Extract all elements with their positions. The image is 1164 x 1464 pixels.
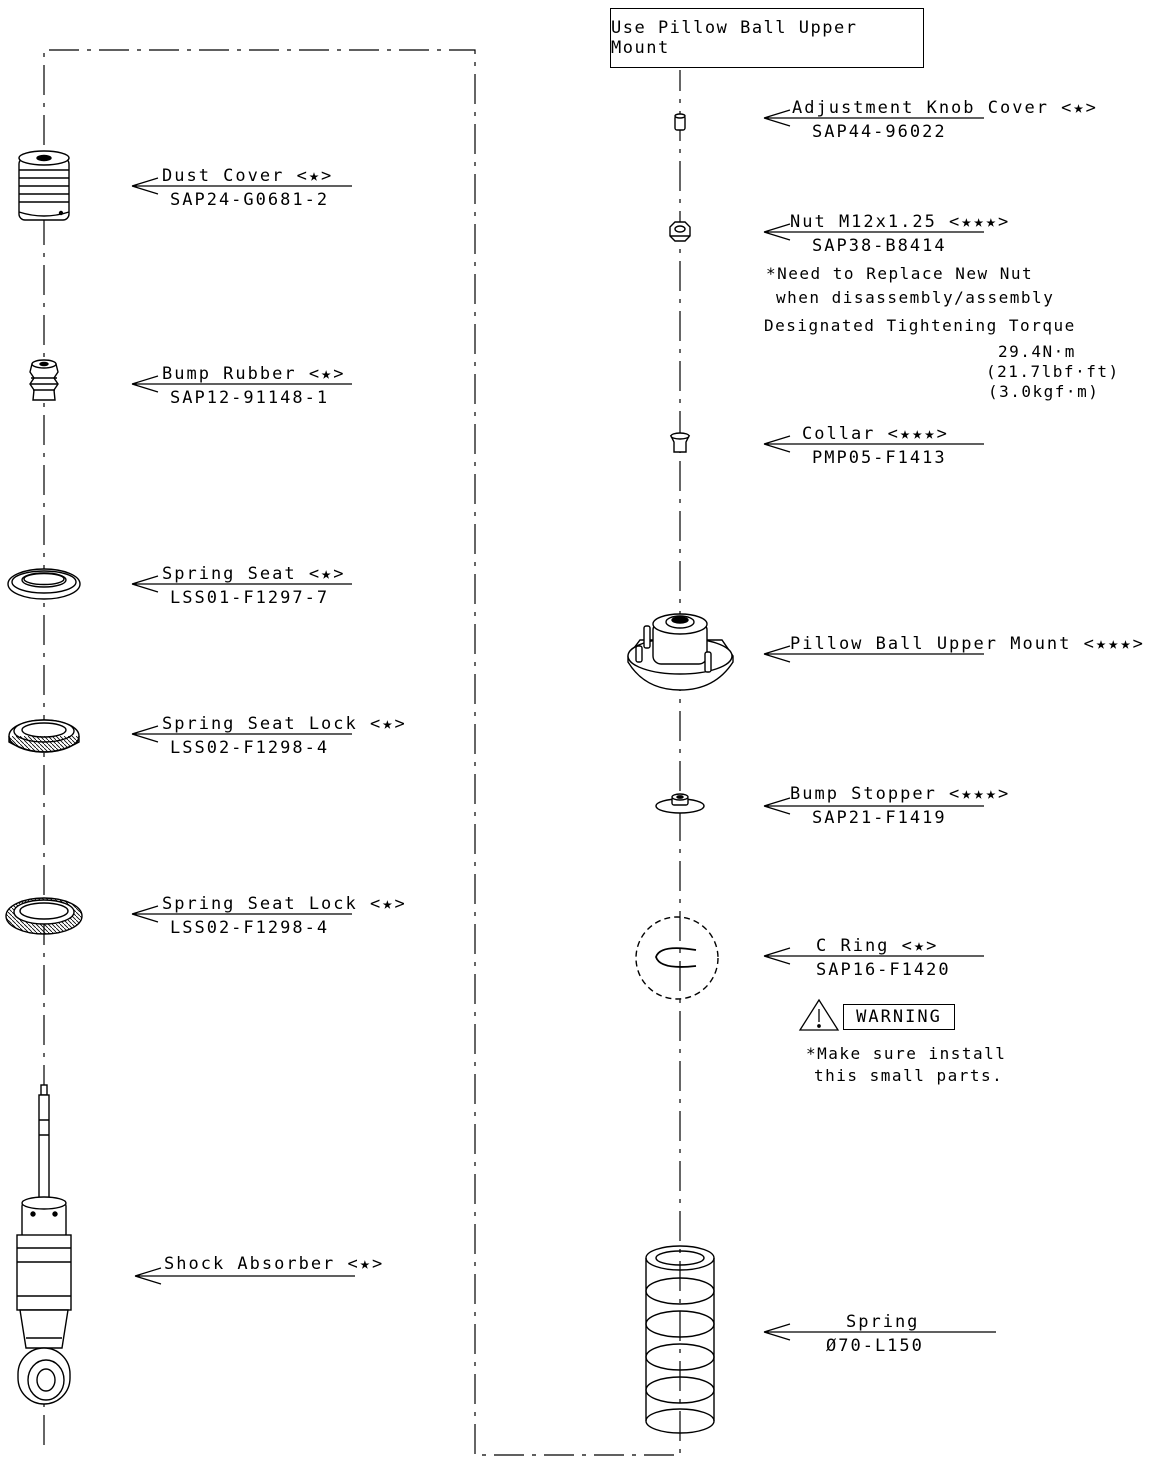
spring-seat-lock-part-number-2: LSS02-F1298-4 [170, 918, 330, 938]
torque-lbf: (21.7lbf·ft) [986, 362, 1120, 381]
spring-seat-label: Spring Seat <★> [162, 564, 346, 584]
spring-seat-part [7, 568, 81, 600]
collar-part [669, 432, 691, 453]
dust-cover-part [18, 150, 70, 221]
c-ring-label: C Ring <★> [816, 936, 939, 956]
spring-label: Spring [846, 1312, 920, 1332]
nut-note-line1: *Need to Replace New Nut [766, 264, 1034, 283]
c-ring-part-number: SAP16-F1420 [816, 960, 951, 980]
warning-box: WARNING [843, 1004, 955, 1030]
shock-absorber-label: Shock Absorber <★> [164, 1254, 385, 1274]
torque-label: Designated Tightening Torque [764, 316, 1076, 335]
c-ring-part [635, 916, 719, 1000]
nut-part [669, 221, 691, 242]
bump-rubber-label: Bump Rubber <★> [162, 364, 346, 384]
spring-seat-lock-label-1: Spring Seat Lock <★> [162, 714, 407, 734]
title-box: Use Pillow Ball Upper Mount [610, 8, 924, 68]
spring-seat-lock-part-2 [5, 897, 83, 935]
pillow-ball-upper-mount-part [627, 613, 734, 691]
warning-note-line1: *Make sure install [806, 1044, 1007, 1063]
left-centerline [43, 49, 681, 1456]
dust-cover-label: Dust Cover <★> [162, 166, 334, 186]
adjustment-knob-cover-part-number: SAP44-96022 [812, 122, 947, 142]
spring-part-number: Ø70-L150 [826, 1336, 924, 1356]
nut-part-number: SAP38-B8414 [812, 236, 947, 256]
spring-seat-lock-part-1 [8, 719, 80, 753]
bump-rubber-part [29, 359, 59, 401]
spring-seat-lock-part-number-1: LSS02-F1298-4 [170, 738, 330, 758]
torque-kgf: (3.0kgf·m) [988, 382, 1100, 401]
spring-seat-lock-label-2: Spring Seat Lock <★> [162, 894, 407, 914]
bump-stopper-label: Bump Stopper <★★★> [790, 784, 1011, 804]
shock-absorber-part [16, 1084, 72, 1405]
bump-stopper-part-number: SAP21-F1419 [812, 808, 947, 828]
bump-rubber-part-number: SAP12-91148-1 [170, 388, 330, 408]
spring-seat-part-number: LSS01-F1297-7 [170, 588, 330, 608]
centerlines [43, 49, 681, 1456]
bump-stopper-part [655, 793, 705, 814]
dust-cover-part-number: SAP24-G0681-2 [170, 190, 330, 210]
adjustment-knob-cover-part [674, 113, 686, 131]
warning-note-line2: this small parts. [814, 1066, 1004, 1085]
collar-label: Collar <★★★> [802, 424, 949, 444]
torque-nm: 29.4N·m [998, 342, 1076, 361]
warning-triangle-icon [798, 998, 840, 1031]
nut-label: Nut M12x1.25 <★★★> [790, 212, 1011, 232]
leader-lines [131, 109, 996, 1341]
pillow-ball-upper-mount-label: Pillow Ball Upper Mount <★★★> [790, 634, 1145, 654]
adjustment-knob-cover-label: Adjustment Knob Cover <★> [792, 98, 1098, 118]
collar-part-number: PMP05-F1413 [812, 448, 947, 468]
nut-note-line2: when disassembly/assembly [776, 288, 1055, 307]
spring-part [645, 1245, 715, 1434]
